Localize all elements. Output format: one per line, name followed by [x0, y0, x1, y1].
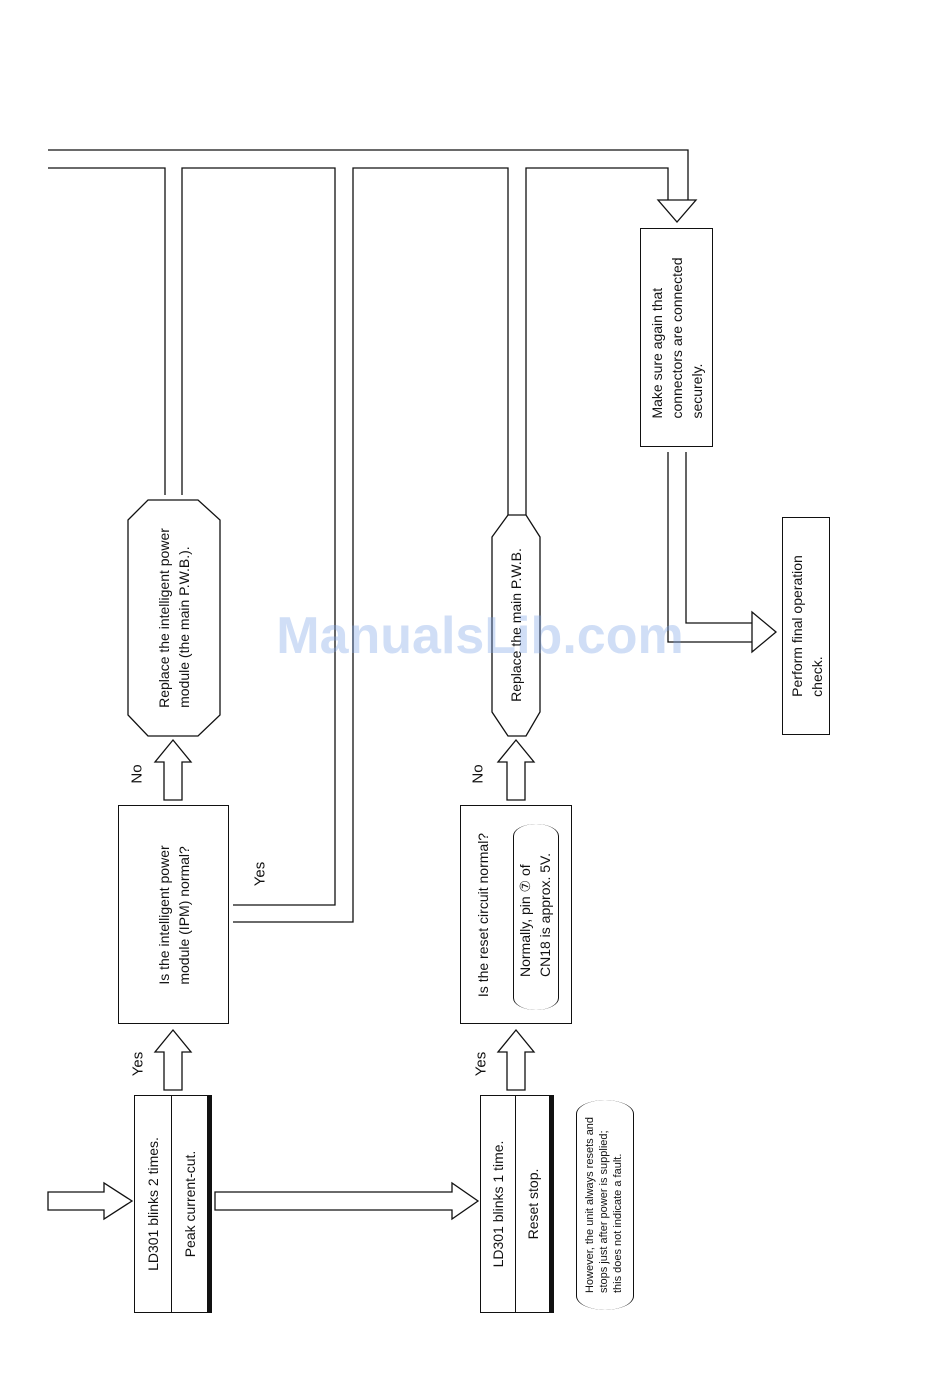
note-parentheses: [513, 824, 559, 1010]
arrow-into-ld2: [47, 1181, 134, 1221]
final-operation-check-text: Perform final operation check.: [789, 555, 825, 697]
replace-ipm-shape: [127, 499, 221, 737]
ipm-normal-question: Is the intelligent power module (IPM) no…: [156, 844, 192, 985]
ld301-2-times-box: LD301 blinks 2 times. Peak current-cut.: [134, 1095, 212, 1313]
make-sure-connectors-text: Make sure again that connectors are conn…: [649, 256, 705, 419]
fault-note-parentheses: [576, 1100, 634, 1310]
arrow-ld2-to-ipm: [153, 1028, 193, 1091]
no-label-reset: No: [469, 764, 487, 784]
final-operation-check-box: Perform final operation check.: [782, 517, 830, 735]
replace-ipm-text: Replace the intelligent power module (th…: [156, 528, 192, 708]
arrow-into-make-sure: [656, 199, 698, 223]
arrow-ld2-to-ld1: [214, 1181, 480, 1221]
reset-stop-label: Reset stop.: [525, 1168, 541, 1240]
ipm-normal-question-box: Is the intelligent power module (IPM) no…: [118, 805, 229, 1024]
arrow-ipm-to-replace: [153, 738, 193, 801]
replace-main-shape: [491, 514, 541, 737]
arrow-into-final-check: [751, 610, 778, 654]
yes-label-ld2: Yes: [129, 1051, 147, 1077]
yes-label-ld1: Yes: [472, 1051, 490, 1077]
peak-current-cut-label: Peak current-cut.: [182, 1150, 198, 1258]
arrow-ld1-to-reset: [496, 1028, 536, 1091]
top-bus-line: [48, 149, 689, 200]
reset-circuit-question: Is the reset circuit normal?: [475, 832, 491, 997]
make-sure-connectors-box: Make sure again that connectors are conn…: [640, 228, 713, 447]
fault-note-text: However, the unit always resets and stop…: [584, 1116, 624, 1294]
ld301-2-times-title: LD301 blinks 2 times.: [145, 1137, 161, 1271]
watermark: ManualsLib.com: [276, 607, 684, 665]
reset-circuit-question-box: Is the reset circuit normal? Normally, p…: [460, 805, 572, 1024]
top-bus-line-inner: [48, 167, 166, 495]
ld301-1-time-box: LD301 blinks 1 time. Reset stop.: [480, 1095, 554, 1313]
reset-circuit-note: Normally, pin ⑦ of CN18 is approx. 5V.: [517, 852, 553, 977]
arrow-reset-to-replace-main: [496, 738, 536, 801]
ld301-1-time-title: LD301 blinks 1 time.: [490, 1140, 506, 1268]
yes-label-ipm: Yes: [251, 861, 269, 887]
no-label-ipm: No: [128, 764, 146, 784]
